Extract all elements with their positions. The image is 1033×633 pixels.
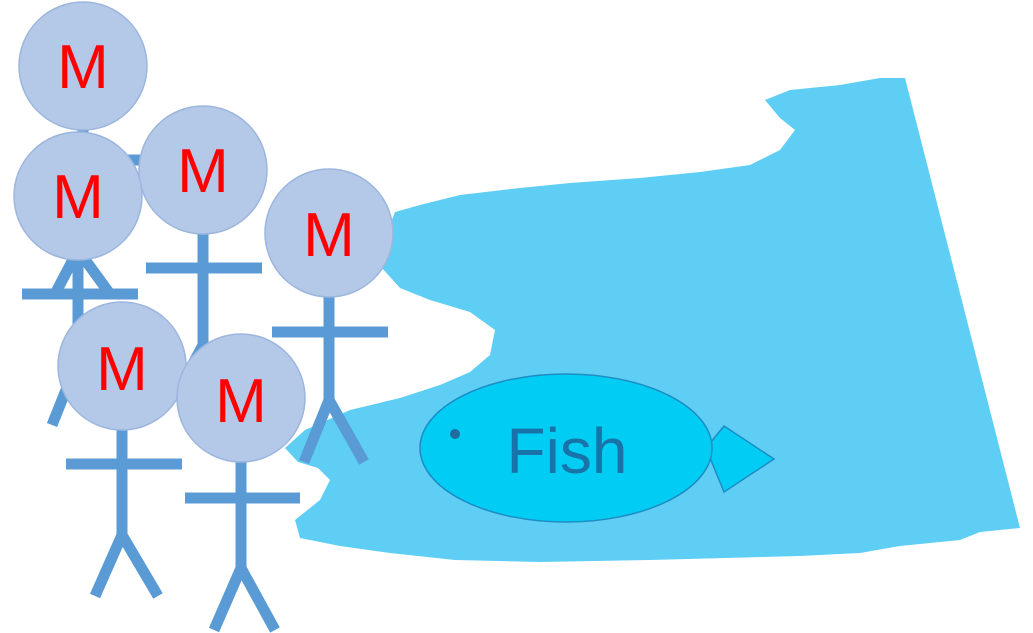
- figure-label: M: [52, 163, 104, 232]
- figure-label: M: [177, 137, 229, 206]
- figures-group: M M M: [13, 1, 394, 633]
- figure-head: [18, 1, 148, 131]
- stick-figure: M: [176, 333, 306, 633]
- stick-figure: M: [57, 301, 187, 599]
- fish-body: [419, 373, 713, 523]
- figure-label: M: [57, 33, 109, 102]
- fish: Fish: [419, 373, 776, 523]
- figure-label: M: [215, 367, 267, 436]
- fish-tail: [705, 425, 776, 494]
- figure-label: M: [96, 335, 148, 404]
- figure-head: [176, 333, 306, 463]
- figure-head: [13, 131, 143, 261]
- stick-figure-body: [185, 450, 300, 633]
- figure-label: M: [303, 201, 355, 270]
- figure-head: [264, 168, 394, 298]
- stick-figure-body: [272, 283, 388, 465]
- stick-figure: M: [264, 168, 394, 465]
- fish-label: Fish: [507, 415, 628, 487]
- fish-eye: [450, 429, 460, 439]
- figure-head: [138, 105, 268, 235]
- stick-figure-body: [66, 416, 182, 599]
